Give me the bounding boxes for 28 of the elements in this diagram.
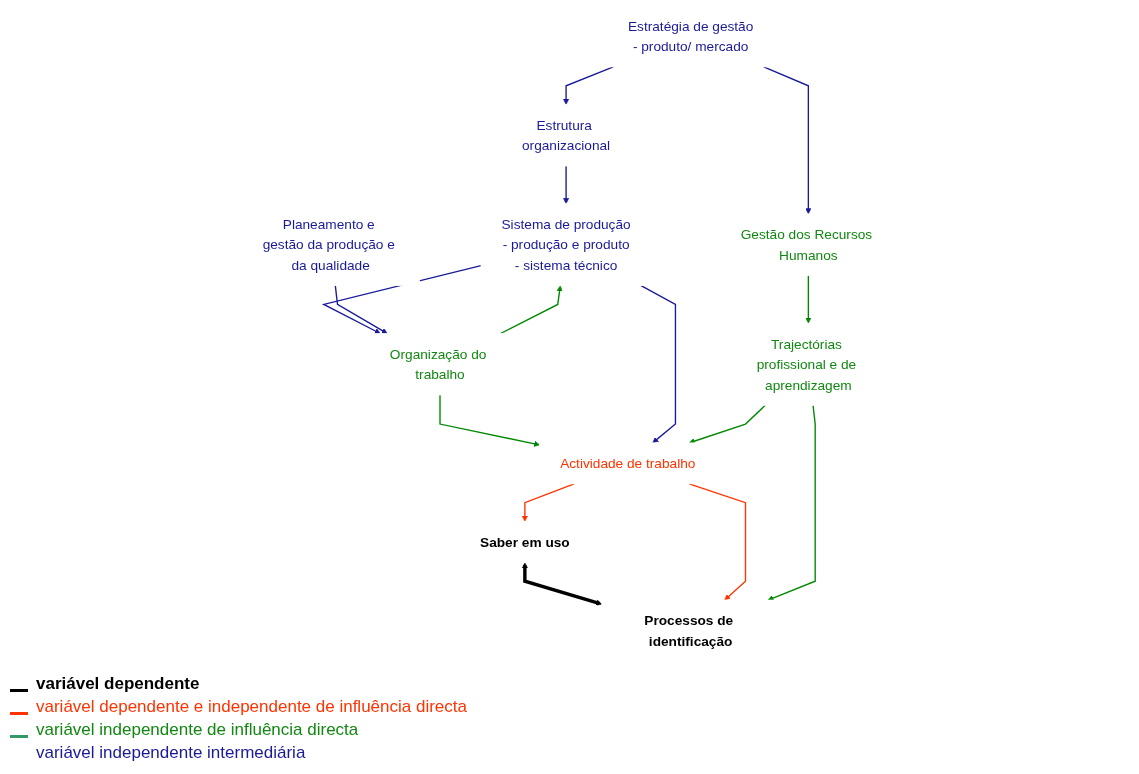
arrow — [563, 165, 570, 204]
node-text: Estratégia de gestão - produto/ mercado — [627, 18, 754, 54]
node-text: Organização do trabalho — [389, 346, 487, 383]
arrow — [763, 66, 812, 215]
node-text: Saber em uso — [480, 534, 570, 550]
arrow — [563, 66, 614, 105]
arrow — [640, 284, 677, 444]
arrow — [334, 284, 388, 334]
node-text: Trajectórias profissional e de aprendizagem — [756, 336, 857, 393]
node-text: Sistema de produção - produção e produto - sistema técnico — [501, 216, 631, 273]
legend-text: variável independente intermediária — [36, 743, 306, 763]
node-text: Processos de identificação — [644, 613, 734, 649]
arrow — [521, 562, 603, 606]
arrow — [767, 404, 816, 601]
arrow — [688, 483, 747, 601]
arrow — [521, 483, 575, 522]
node-text: Actividade de trabalho — [560, 455, 696, 471]
node-text: Gestão dos Recursos Humanos — [740, 226, 873, 263]
legend-text: variável dependente e independente de influência directa — [36, 697, 467, 717]
legend-text: variável dependente — [36, 674, 200, 694]
arrow — [321, 264, 482, 334]
legend-text: variável independente de influência directa — [36, 720, 359, 740]
arrow — [688, 404, 766, 444]
node-text: Planeamento e gestão da produção e da qualidade — [262, 216, 395, 273]
node-text: Estrutura organizacional — [522, 117, 611, 154]
arrow — [499, 285, 563, 335]
arrow — [439, 394, 540, 447]
arrow — [805, 274, 812, 324]
